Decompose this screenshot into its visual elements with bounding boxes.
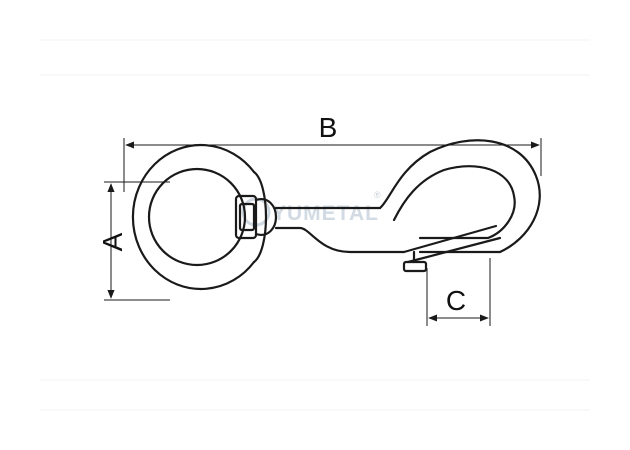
dimension-label-a: A <box>97 232 128 251</box>
spring-gate-lower <box>406 236 502 264</box>
swivel-pin <box>238 202 256 232</box>
hook-shank <box>274 206 406 254</box>
dimension-c <box>426 258 491 326</box>
spring-gate <box>402 224 498 254</box>
hook-inner-curve <box>392 165 516 240</box>
watermark-registered-mark: ® <box>374 190 381 200</box>
watermark-text: YUMETAL <box>272 202 379 225</box>
eye-ring-inner <box>147 167 247 267</box>
eye-ring-joint <box>252 170 268 264</box>
swivel-barrel <box>234 194 258 240</box>
dimension-a <box>104 181 170 301</box>
swivel-collar <box>254 198 278 236</box>
background-texture <box>40 39 590 411</box>
dimension-label-c: C <box>446 285 466 316</box>
snap-hook <box>131 139 541 291</box>
gate-trigger <box>402 260 428 273</box>
dimension-label-b: B <box>319 112 338 143</box>
dimension-b <box>123 138 542 192</box>
